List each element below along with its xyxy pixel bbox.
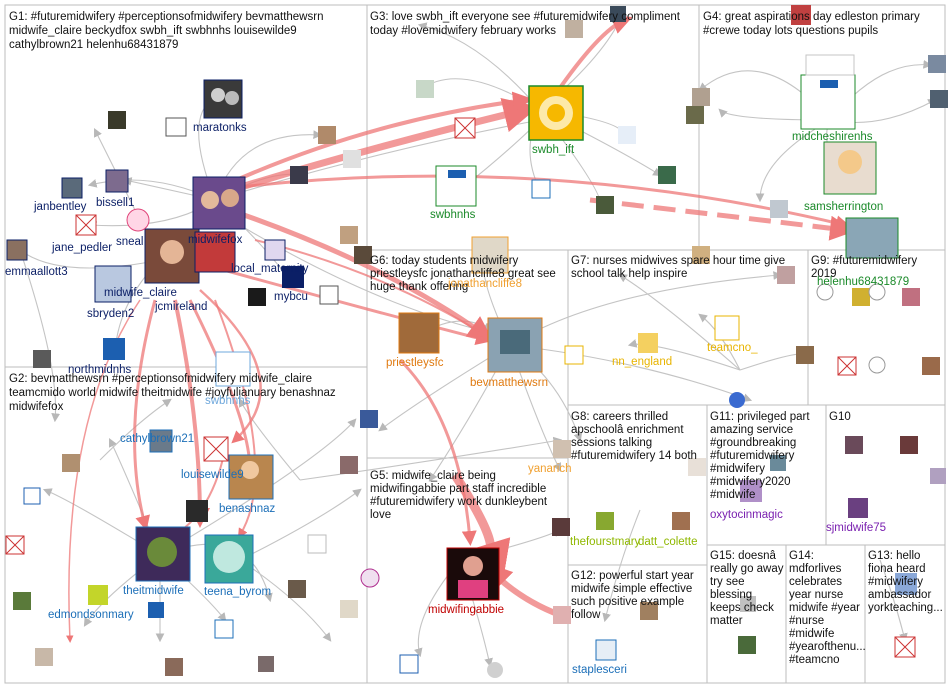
node-image-bevmatthewsrn xyxy=(487,317,543,373)
group-title-g6: G6: today students midwifery priestleysf… xyxy=(370,255,559,293)
node-label-nn-england: nn_england xyxy=(612,356,672,368)
group-title-g13: G13: hello fiona heard #midwifery ambass… xyxy=(868,550,943,614)
node-label-bevmatthewsrn: bevmatthewsrn xyxy=(470,377,548,389)
node-image-swbhnhs-g2 xyxy=(215,351,251,387)
node-label-sbryden2: sbryden2 xyxy=(87,308,134,320)
group-title-g3: G3: love swbh_ift everyone see #futuremi… xyxy=(370,11,683,37)
node-label-local-maternity: local_maternity xyxy=(231,263,309,275)
node-label-bissell1: bissell1 xyxy=(96,197,134,209)
node-label-datt-colette: datt_colette xyxy=(638,536,697,548)
node-image-emmaallott3 xyxy=(6,239,28,261)
group-box-g13 xyxy=(864,544,946,684)
group-titles: G1: #futuremidwifery #perceptionsofmidwi… xyxy=(9,11,943,666)
group-title-g9: G9: #futuremidwifery 2019 xyxy=(811,255,920,280)
node-label-teamcno: teamcno_ xyxy=(707,342,758,354)
node-label-louisewilde9: louisewilde9 xyxy=(181,469,244,481)
node-label-samsherrington: samsherrington xyxy=(804,201,883,213)
node-label-thefourstmary: thefourstmary xyxy=(570,536,641,548)
node-label-edmondsonmary: edmondsonmary xyxy=(48,609,134,621)
node-label-theitmidwife: theitmidwife xyxy=(123,585,184,597)
node-label-midcheshirenhs: midcheshirenhs xyxy=(792,131,873,143)
node-image-northmidnhs xyxy=(103,338,125,360)
node-image-janbentley xyxy=(61,177,83,199)
node-image-oxytocinmagic xyxy=(740,480,762,502)
node-label-jonathancliffe8: jonathancliffe8 xyxy=(447,278,522,290)
node-label-sneal: sneal xyxy=(116,236,144,248)
node-image-nn-england xyxy=(638,333,658,353)
node-image-sbryden2 xyxy=(94,265,132,303)
node-image-cathylbrown21 xyxy=(149,429,173,453)
node-label-jcmireland: jcmireland xyxy=(154,301,207,313)
node-image-mybcu xyxy=(282,266,304,288)
node-label-midwife-claire: midwife_claire xyxy=(104,287,177,299)
node-label-midwifingabbie: midwifingabbie xyxy=(428,604,504,616)
red-edges xyxy=(66,15,855,643)
node-label-teena-byrom: teena_byrom xyxy=(204,586,271,598)
node-label-cathylbrown21: cathylbrown21 xyxy=(120,433,194,445)
node-image-g13 xyxy=(895,573,917,595)
node-label-janbentley: janbentley xyxy=(33,201,87,213)
node-label-swbh-ift: swbh_ift xyxy=(532,144,575,156)
node-images xyxy=(5,5,948,678)
node-image-sjmidwife75 xyxy=(848,498,868,518)
node-image-local-maternity xyxy=(264,239,286,261)
node-label-emmaallott3: emmaallott3 xyxy=(5,266,68,278)
node-image-staplesceri xyxy=(595,639,617,661)
node-label-priestleysfc: priestleysfc xyxy=(386,357,444,369)
node-label-sjmidwife75: sjmidwife75 xyxy=(826,522,886,534)
group-title-g11: G11: privileged part amazing service #gr… xyxy=(710,411,813,501)
group-title-g4: G4: great aspirations day edleston prima… xyxy=(703,11,923,37)
node-label-mybcu: mybcu xyxy=(274,291,308,303)
node-label-oxytocinmagic: oxytocinmagic xyxy=(710,509,783,521)
group-title-g8: G8: careers thrilled apschoolâ enrichmen… xyxy=(571,411,697,462)
node-image-thefourstmary xyxy=(596,512,614,530)
node-image-jonathancliffe8 xyxy=(471,236,509,274)
node-image-datt-colette xyxy=(672,512,690,530)
group-title-g2: G2: bevmatthewsrn #perceptionsofmidwifer… xyxy=(9,373,339,413)
node-label-swbhnhs-g2: swbhnhs xyxy=(205,395,251,407)
node-label-northmidnhs: northmidnhs xyxy=(68,364,132,376)
group-title-g7: G7: nurses midwives spare hour time give… xyxy=(571,255,788,280)
group-title-g14: G14: mdforlives celebrates year nurse mi… xyxy=(789,550,869,666)
node-image-yanarich xyxy=(553,440,571,458)
group-title-g5: G5: midwife_claire being midwifingabbie … xyxy=(370,470,550,521)
node-image-jcmireland xyxy=(194,231,236,273)
node-label-staplesceri: staplesceri xyxy=(572,664,627,676)
node-image-edmondsonmary xyxy=(88,585,108,605)
group-title-g15: G15: doesnâ really go away try see bless… xyxy=(710,550,787,627)
node-labels: swbh_ift swbhnhs midcheshirenhs samsherr… xyxy=(5,122,909,676)
node-image-bissell1 xyxy=(105,169,129,193)
node-label-yanarich: yanarich xyxy=(528,463,571,475)
node-image-helenhu xyxy=(845,217,899,259)
node-label-maratonks: maratonks xyxy=(193,122,247,134)
group-title-g1: G1: #futuremidwifery #perceptionsofmidwi… xyxy=(9,11,327,51)
group-box-g2 xyxy=(4,366,368,684)
node-label-helenhu: helenhu68431879 xyxy=(817,276,909,288)
group-title-g10: G10 xyxy=(829,411,851,423)
node-label-midwifefox: midwifefox xyxy=(188,234,243,246)
node-image-teamcno xyxy=(714,315,740,341)
node-label-jane-pedler: jane_pedler xyxy=(51,242,112,254)
node-label-benashnaz: benashnaz xyxy=(219,503,276,515)
node-image-sneal xyxy=(126,208,150,232)
node-image-priestleysfc xyxy=(398,312,440,354)
node-label-swbhnhs: swbhnhs xyxy=(430,209,476,221)
group-title-g12: G12: powerful start year midwife simple … xyxy=(571,570,697,621)
